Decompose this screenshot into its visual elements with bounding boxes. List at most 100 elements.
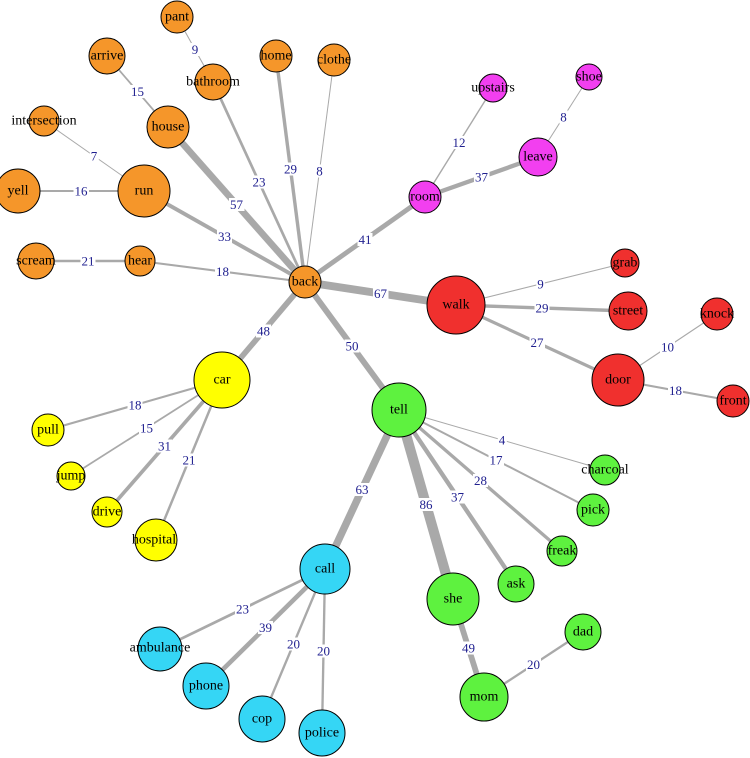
node-hospital[interactable]: hospital (132, 518, 178, 562)
node-drive[interactable]: drive (91, 496, 123, 528)
edge-weight-bg-yell-run (73, 184, 89, 198)
node-call[interactable]: call (299, 543, 351, 595)
node-label-mom: mom (470, 690, 499, 705)
node-circle-mom[interactable] (459, 672, 509, 722)
node-hear[interactable]: hear (124, 245, 156, 277)
node-circle-intersection[interactable] (28, 105, 60, 137)
node-yell[interactable]: yell (0, 168, 41, 214)
node-circle-grab[interactable] (610, 248, 640, 278)
node-circle-freak[interactable] (546, 535, 578, 567)
node-back[interactable]: back (288, 265, 322, 299)
node-circle-jump[interactable] (56, 461, 86, 491)
node-scream[interactable]: scream (16, 242, 56, 280)
node-she[interactable]: she (426, 572, 480, 626)
node-house[interactable]: house (146, 105, 190, 149)
node-circle-back[interactable] (288, 265, 322, 299)
node-circle-run[interactable] (117, 164, 171, 218)
edge-weight-call-police: 20 (317, 644, 330, 659)
node-upstairs[interactable]: upstairs (471, 73, 515, 103)
node-circle-knock[interactable] (700, 297, 734, 331)
node-circle-walk[interactable] (426, 275, 486, 335)
node-pant[interactable]: pant (160, 0, 194, 34)
node-arrive[interactable]: arrive (88, 37, 126, 75)
node-circle-upstairs[interactable] (478, 73, 508, 103)
node-cop[interactable]: cop (238, 695, 286, 743)
node-circle-police[interactable] (298, 709, 346, 757)
node-circle-pull[interactable] (31, 413, 65, 447)
edge-weight-bg-back-tell (344, 339, 360, 353)
node-circle-tell[interactable] (371, 382, 427, 438)
node-police[interactable]: police (298, 709, 346, 757)
node-leave[interactable]: leave (518, 137, 558, 177)
node-room[interactable]: room (408, 180, 442, 214)
node-home[interactable]: home (259, 39, 293, 73)
node-circle-phone[interactable] (182, 662, 230, 710)
node-charcoal[interactable]: charcoal (581, 454, 629, 486)
node-circle-front[interactable] (716, 384, 750, 418)
edge-weight-arrive-house: 15 (131, 84, 144, 99)
node-circle-house[interactable] (146, 105, 190, 149)
node-circle-scream[interactable] (17, 242, 55, 280)
node-pick[interactable]: pick (576, 493, 610, 527)
node-phone[interactable]: phone (182, 662, 230, 710)
node-circle-hospital[interactable] (134, 518, 178, 562)
edge-weight-bg-back-bathroom (251, 175, 267, 189)
node-circle-car[interactable] (193, 351, 251, 409)
node-circle-shoe[interactable] (575, 63, 603, 91)
node-grab[interactable]: grab (610, 248, 640, 278)
node-circle-dad[interactable] (564, 613, 602, 651)
node-circle-call[interactable] (299, 543, 351, 595)
node-circle-arrive[interactable] (88, 37, 126, 75)
node-circle-room[interactable] (408, 180, 442, 214)
node-bathroom[interactable]: bathroom (186, 63, 240, 101)
node-street[interactable]: street (608, 291, 648, 331)
node-circle-home[interactable] (259, 39, 293, 73)
node-door[interactable]: door (591, 353, 645, 407)
node-label-walk: walk (442, 298, 469, 313)
node-circle-charcoal[interactable] (589, 454, 621, 486)
node-shoe[interactable]: shoe (575, 63, 603, 91)
node-clothe[interactable]: clothe (317, 43, 351, 77)
node-pull[interactable]: pull (31, 413, 65, 447)
node-ambulance[interactable]: ambulance (130, 626, 191, 672)
node-circle-drive[interactable] (91, 496, 123, 528)
edge-weight-bg-back-house (229, 198, 245, 211)
node-label-ambulance: ambulance (130, 641, 191, 656)
node-circle-bathroom[interactable] (194, 63, 232, 101)
node-circle-pant[interactable] (160, 0, 194, 34)
node-dad[interactable]: dad (564, 613, 602, 651)
node-circle-pick[interactable] (576, 493, 610, 527)
node-label-yell: yell (8, 184, 29, 199)
node-circle-cop[interactable] (238, 695, 286, 743)
node-circle-hear[interactable] (124, 245, 156, 277)
node-circle-street[interactable] (608, 291, 648, 331)
edge-weight-bg-tell-call (354, 483, 370, 496)
node-front[interactable]: front (716, 384, 750, 418)
node-walk[interactable]: walk (426, 275, 486, 335)
node-tell[interactable]: tell (371, 382, 427, 438)
node-knock[interactable]: knock (700, 297, 734, 331)
node-label-home: home (260, 49, 291, 64)
node-circle-clothe[interactable] (317, 43, 351, 77)
node-label-freak: freak (548, 544, 577, 559)
edge-weight-bg-walk-street (534, 301, 550, 315)
node-circle-ambulance[interactable] (137, 626, 183, 672)
node-intersection[interactable]: intersection (11, 105, 77, 137)
node-label-pant: pant (165, 10, 189, 25)
node-circle-door[interactable] (591, 353, 645, 407)
edge-weight-back-clothe: 8 (316, 164, 323, 179)
node-circle-leave[interactable] (518, 137, 558, 177)
node-circle-ask[interactable] (497, 565, 535, 603)
node-label-charcoal: charcoal (581, 463, 629, 478)
node-jump[interactable]: jump (56, 461, 86, 491)
node-mom[interactable]: mom (459, 672, 509, 722)
edge-weight-bg-call-phone (258, 621, 273, 634)
node-ask[interactable]: ask (497, 565, 535, 603)
node-car[interactable]: car (193, 351, 251, 409)
node-freak[interactable]: freak (546, 535, 578, 567)
node-run[interactable]: run (117, 164, 171, 218)
node-circle-yell[interactable] (0, 168, 41, 214)
node-circle-she[interactable] (426, 572, 480, 626)
